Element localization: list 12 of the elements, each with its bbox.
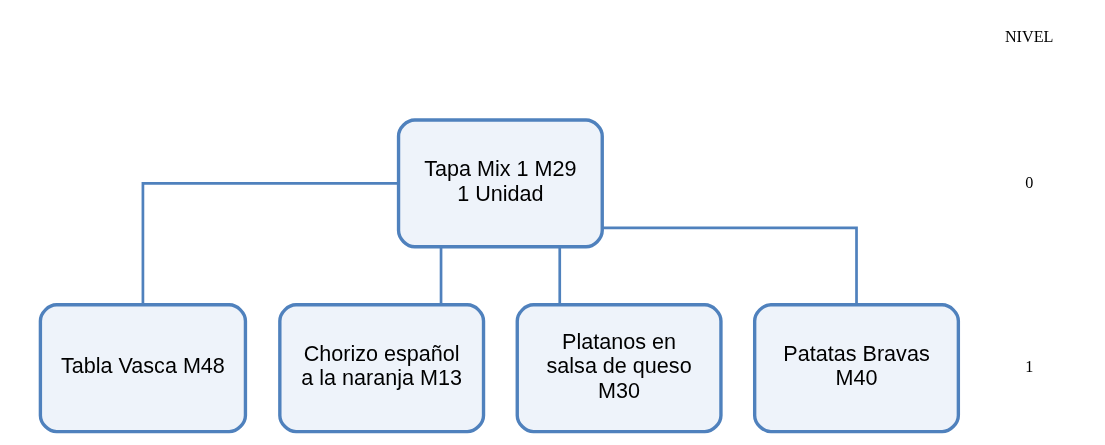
connector [557, 247, 561, 305]
label: 0 [1024, 173, 1033, 191]
node-box: Chorizo español a la naranja M13 [277, 303, 485, 434]
label: 1 [1024, 358, 1033, 376]
connector [439, 247, 442, 305]
connector [141, 182, 398, 305]
node-box: Tabla Vasca M48 [38, 303, 247, 434]
connector [601, 226, 858, 305]
label: NIVEL [1004, 27, 1053, 45]
node-box: Tapa Mix 1 M29 1 Unidad [396, 118, 604, 249]
node-box: Patatas Bravas M40 [752, 303, 960, 434]
node-box: Platanos en salsa de queso M30 [515, 303, 723, 434]
